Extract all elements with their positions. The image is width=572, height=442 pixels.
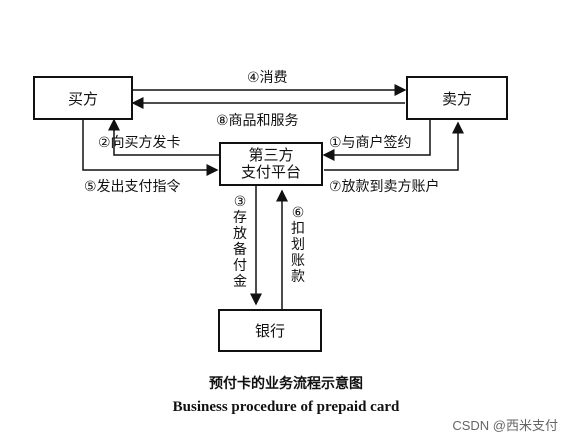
edge-label-deposit-reserve: ③存放备付金 — [233, 194, 247, 290]
node-third-party: 第三方 支付平台 — [219, 142, 323, 186]
edge-label-release-funds: ⑦放款到卖方账户 — [329, 179, 440, 195]
node-buyer-label: 买方 — [67, 89, 98, 108]
node-bank: 银行 — [218, 309, 322, 352]
watermark: CSDN @西米支付 — [452, 418, 558, 433]
node-third-party-label-1: 第三方 — [248, 146, 294, 164]
edge-label-payment-instruction: ⑤发出支付指令 — [84, 179, 181, 195]
edge-label-goods: ⑧商品和服务 — [216, 113, 299, 129]
edge-label-debit: ⑥扣划账款 — [291, 205, 305, 285]
edge-label-sign-merchant: ①与商户签约 — [329, 135, 412, 151]
edge-issue-card-arrow — [108, 118, 220, 156]
edge-label-issue-card: ②向买方发卡 — [98, 135, 181, 151]
node-seller-label: 卖方 — [441, 89, 472, 108]
edge-payment-instruction-arrow — [82, 120, 219, 176]
node-third-party-label-2: 支付平台 — [240, 163, 301, 181]
node-seller: 卖方 — [406, 76, 508, 120]
node-bank-label: 银行 — [254, 322, 285, 340]
caption-chinese: 预付卡的业务流程示意图 — [209, 376, 363, 392]
edge-label-consume: ④消费 — [247, 70, 288, 86]
edge-release-funds-arrow — [324, 121, 464, 171]
edge-sign-merchant-arrow — [322, 120, 431, 161]
node-buyer: 买方 — [33, 76, 133, 120]
caption-english: Business procedure of prepaid card — [172, 399, 400, 415]
